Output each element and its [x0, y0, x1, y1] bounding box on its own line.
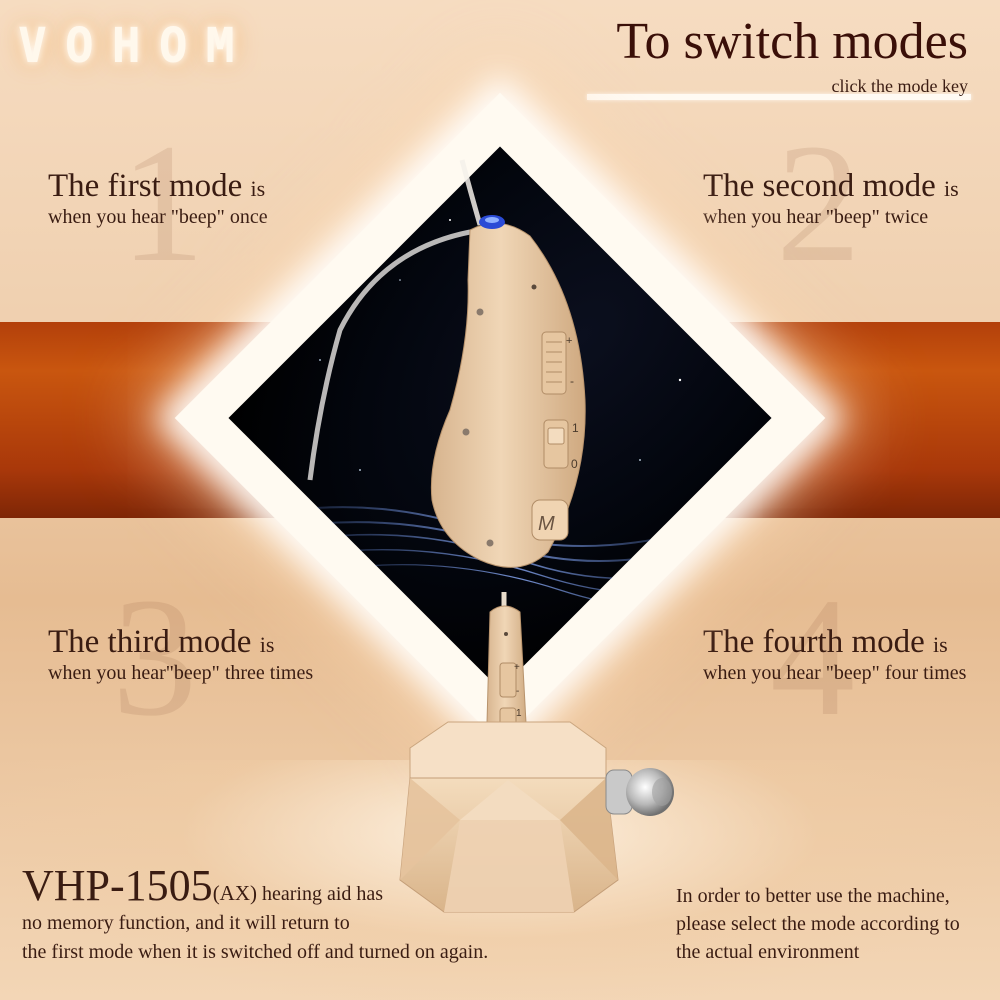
switch-on-label: 1	[572, 421, 579, 435]
mode-3: The third mode is when you hear"beep" th…	[48, 624, 313, 685]
volume-minus-label: -	[570, 374, 574, 388]
product-note: VHP-1505(AX) hearing aid has no memory f…	[22, 864, 542, 967]
mode-4: The fourth mode is when you hear "beep" …	[703, 624, 966, 685]
mode-1-title: The first mode	[48, 168, 243, 204]
mode-4-title: The fourth mode	[703, 624, 925, 660]
mode-4-desc: when you hear "beep" four times	[703, 662, 967, 685]
mode-2-desc: when you hear "beep" twice	[703, 206, 929, 229]
dock-plus-label: +	[514, 662, 520, 673]
mode-4-suffix: is	[933, 632, 948, 657]
brand-logo: VOHOM	[18, 18, 253, 74]
mode-3-desc: when you hear"beep" three times	[48, 662, 314, 685]
product-line-3: the first mode when it is switched off a…	[22, 941, 489, 963]
page-title: To switch modes	[616, 13, 968, 70]
numeral-2: 2	[776, 109, 861, 297]
usage-advice: In order to better use the machine, plea…	[676, 882, 976, 966]
advice-line-2: please select the mode according to	[676, 913, 960, 935]
mode-1-suffix: is	[250, 176, 266, 201]
product-line-2: no memory function, and it will return t…	[22, 912, 350, 934]
mode-button-label: M	[538, 513, 555, 535]
mode-3-title: The third mode	[48, 624, 252, 660]
product-model: VHP-1505	[22, 861, 213, 910]
mode-3-suffix: is	[259, 632, 275, 657]
page-subtitle: click the mode key	[831, 76, 968, 96]
dock-minus-label: -	[516, 686, 519, 697]
numeral-1: 1	[120, 109, 205, 297]
mode-2-suffix: is	[944, 176, 959, 201]
mode-2: The second mode is when you hear "beep" …	[703, 168, 959, 229]
title-underline	[587, 94, 971, 100]
dock-on-label: 1	[516, 708, 522, 719]
advice-line-3: the actual environment	[676, 941, 860, 963]
mode-2-title: The second mode	[703, 168, 936, 204]
mode-1-desc: when you hear "beep" once	[48, 206, 268, 229]
switch-off-label: 0	[571, 457, 578, 471]
product-variant: (AX)	[212, 881, 258, 905]
product-line-1: hearing aid has	[262, 883, 384, 905]
numeral-4: 4	[770, 563, 855, 751]
numeral-3: 3	[112, 563, 197, 751]
advice-line-1: In order to better use the machine,	[676, 885, 950, 907]
volume-plus-label: +	[566, 335, 572, 347]
mode-1: The first mode is when you hear "beep" o…	[48, 168, 268, 229]
